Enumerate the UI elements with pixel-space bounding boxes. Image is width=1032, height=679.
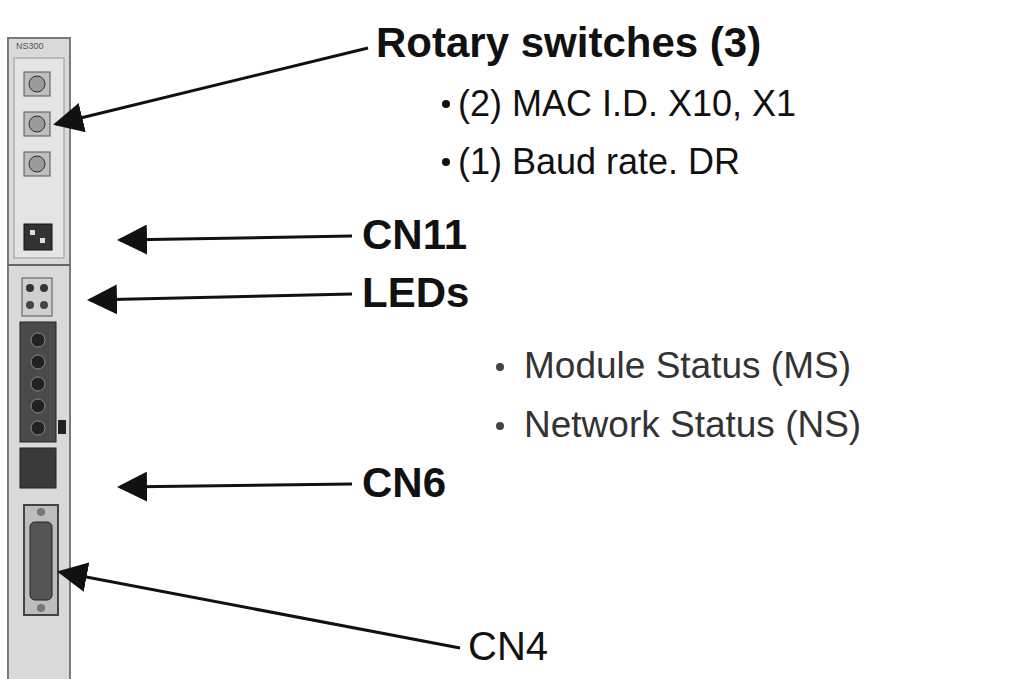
led-item: Module Status (MS) bbox=[524, 346, 851, 387]
part-heading: LEDs bbox=[362, 270, 469, 316]
connector-name: CN4 bbox=[468, 624, 548, 668]
connector-name: CN6 bbox=[362, 460, 446, 506]
connector-name: CN11 bbox=[362, 212, 467, 258]
led-item: Network Status (NS) bbox=[524, 405, 861, 446]
part-heading: Rotary switches (3) bbox=[376, 20, 761, 66]
module-model: NS300 bbox=[16, 42, 44, 52]
switch-item: (1) Baud rate. DR bbox=[458, 142, 740, 182]
switch-item: (2) MAC I.D. X10, X1 bbox=[458, 84, 796, 124]
